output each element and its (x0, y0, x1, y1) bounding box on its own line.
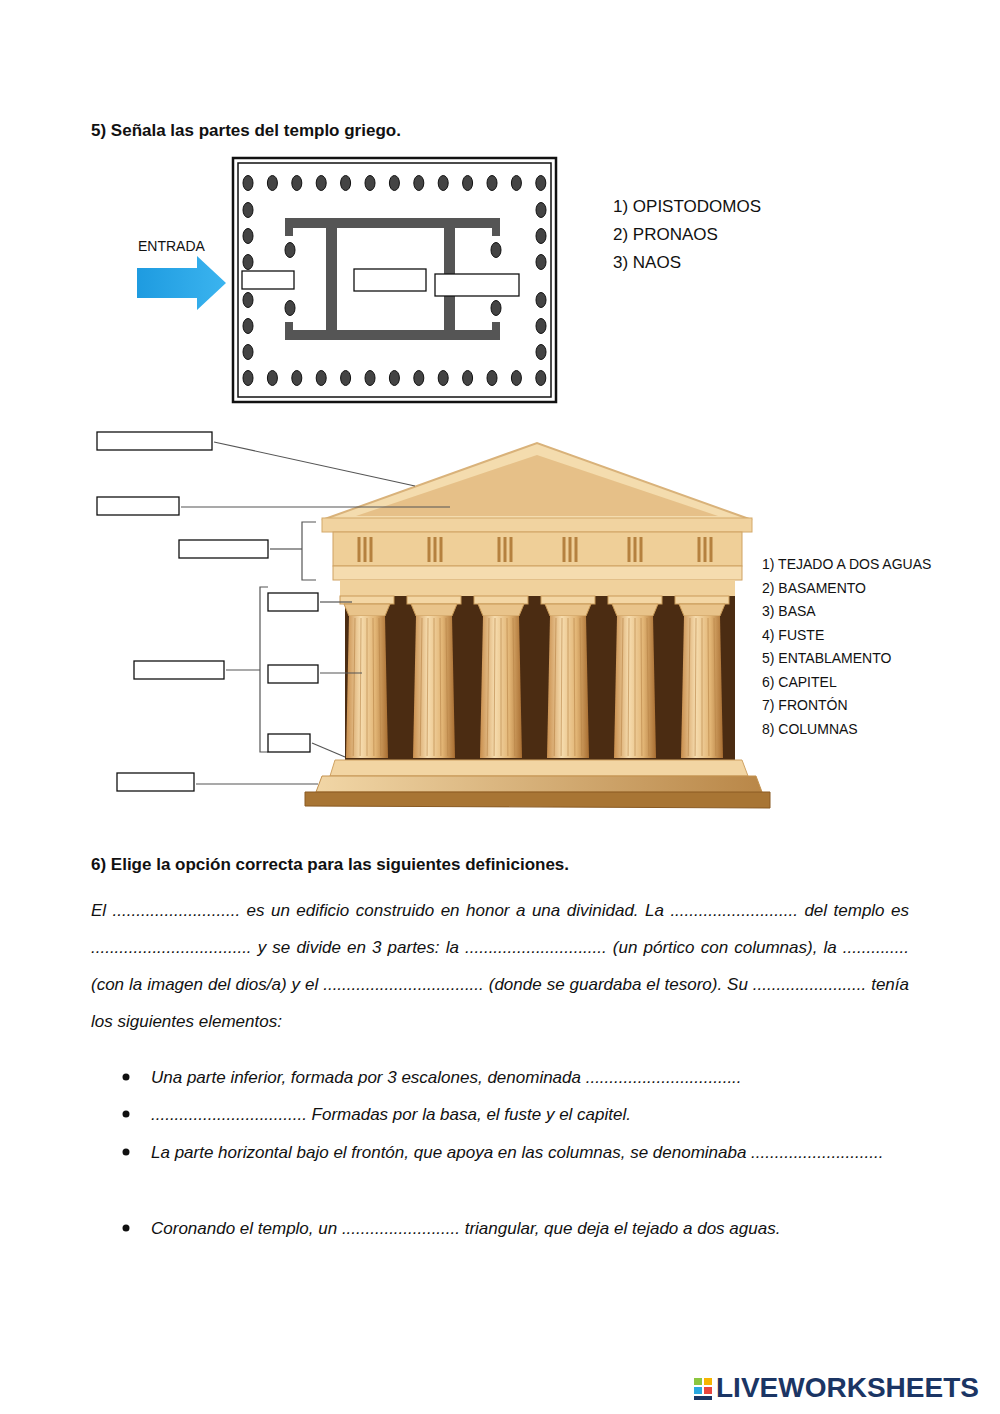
temple-part: 2) BASAMENTO (762, 580, 866, 597)
exercise-heading: 6) Elige la opción correcta para las sig… (91, 855, 569, 875)
temple-part: 5) ENTABLAMENTO (762, 650, 891, 667)
temple-part: 4) FUSTE (762, 627, 824, 644)
plan-part: 1) OPISTODOMOS (613, 197, 761, 217)
watermark: LIVEWORKSHEETS (716, 1371, 979, 1405)
fill-in-bullet: Coronando el templo, un ................… (151, 1210, 909, 1247)
plan-part: 2) PRONAOS (613, 225, 718, 245)
temple-part: 3) BASA (762, 603, 816, 620)
entrance-label: ENTRADA (138, 238, 205, 255)
leader-lines (181, 442, 450, 784)
exercise-heading: 5) Señala las partes del templo griego. (91, 121, 401, 141)
entrance-arrow (137, 256, 226, 310)
bullet-dots (123, 1074, 130, 1232)
temple-part: 8) COLUMNAS (762, 721, 858, 738)
temple-illustration (305, 443, 770, 808)
fill-in-bullet: ................................. Formad… (151, 1096, 909, 1133)
fill-in-bullet: Una parte inferior, formada por 3 escalo… (151, 1059, 909, 1096)
plan-columns (243, 176, 546, 386)
plan-part: 3) NAOS (613, 253, 681, 273)
fill-in-bullet: La parte horizontal bajo el frontón, que… (151, 1134, 909, 1171)
answer-boxes (97, 432, 318, 791)
watermark-icon (694, 1378, 712, 1400)
temple-part: 6) CAPITEL (762, 674, 837, 691)
temple-part: 1) TEJADO A DOS AGUAS (762, 556, 931, 573)
floor-plan (137, 158, 556, 402)
temple-part: 7) FRONTÓN (762, 697, 848, 714)
fill-in-paragraph: El ........................... es un edi… (91, 892, 909, 1040)
answer-boxes (242, 269, 519, 296)
